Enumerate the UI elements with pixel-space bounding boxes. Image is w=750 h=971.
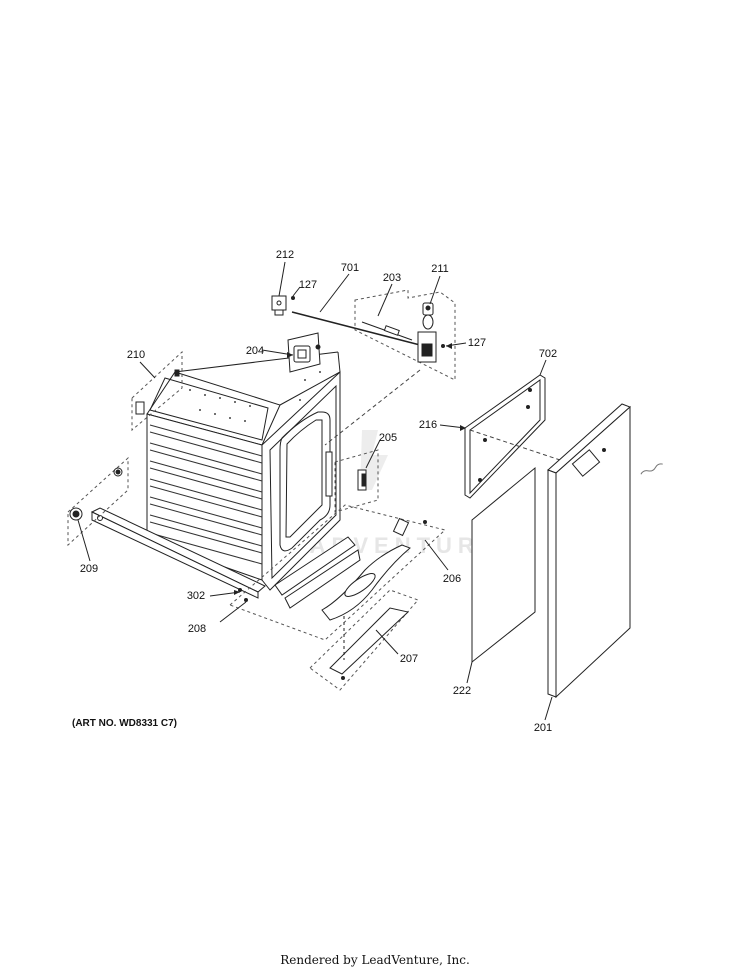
label-206: 206 [443,573,461,585]
arrow-127b [446,343,452,349]
label-211: 211 [431,263,449,275]
label-205: 205 [379,432,397,444]
label-208: 208 [188,623,206,635]
leader-lines [77,261,553,721]
part-207-pad-inner [329,607,410,680]
arrow-216 [460,425,466,431]
label-216: 216 [419,419,437,431]
drawer-slide-rail [90,507,266,599]
part-222-panel [471,466,536,664]
part-206-dashed [229,504,447,641]
part-127-screw [291,296,295,300]
label-201: 201 [534,722,552,734]
part-701-cable [291,311,421,346]
watermark-logo [360,430,388,490]
latch-assembly [361,302,437,363]
label-701: 701 [341,262,359,274]
part-209-dashed [67,456,129,547]
label-127b: 127 [468,337,486,349]
part-204-pocket [287,332,321,373]
label-207: 207 [400,653,418,665]
label-204: 204 [246,345,264,357]
label-222: 222 [453,685,471,697]
part-210-bracket [131,350,183,432]
arrow-204 [287,352,293,358]
label-203: 203 [383,272,401,284]
part-207-pad [309,589,419,691]
leader-702-door [469,429,561,461]
part-210-clip [135,369,180,415]
part-212-bracket [271,295,287,316]
latch-dashed-box [354,289,456,381]
label-210: 210 [127,349,145,361]
label-127a: 127 [299,279,317,291]
leader-latch-cabinet [324,369,421,446]
part-201-door [547,403,631,699]
label-209: 209 [80,563,98,575]
part-209-roller [69,467,123,521]
cabinet-body [146,351,341,591]
cabinet-holes [189,371,321,422]
label-212: 212 [276,249,294,261]
footer-credit: Rendered by LeadVenture, Inc. [280,953,470,967]
part-201-spring [640,463,663,475]
bottom-tray [238,517,427,621]
part-127-screw-b [441,344,445,348]
label-702: 702 [539,348,557,360]
arrow-302 [234,590,240,595]
label-302: 302 [187,590,205,602]
art-number: (ART NO. WD8331 C7) [72,718,178,729]
part-205-clip [325,451,367,497]
cabinet-ribs [149,424,263,565]
